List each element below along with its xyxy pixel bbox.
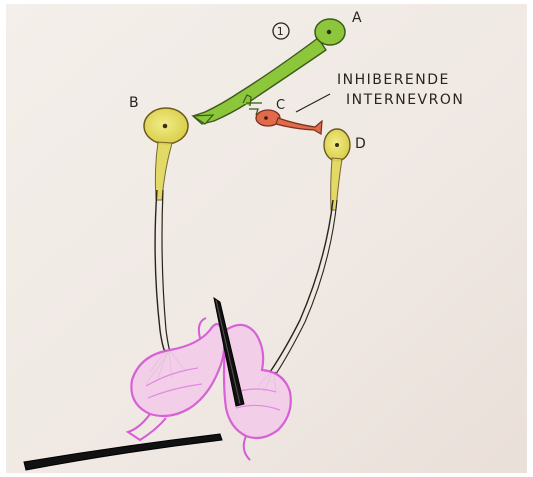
label-inhibitory-line1: INHIBERENDE bbox=[337, 72, 450, 88]
label-b: B bbox=[129, 95, 140, 111]
label-c: C bbox=[276, 98, 287, 113]
label-a: A bbox=[352, 10, 363, 26]
neuron-b-nucleus bbox=[163, 124, 168, 129]
label-circled-number-text: 1 bbox=[277, 25, 286, 38]
neuron-a-nucleus bbox=[327, 30, 331, 34]
label-d: D bbox=[355, 136, 367, 152]
label-inhibitory-line2: INTERNEVRON bbox=[346, 92, 464, 108]
neuron-d-nucleus bbox=[335, 143, 339, 147]
